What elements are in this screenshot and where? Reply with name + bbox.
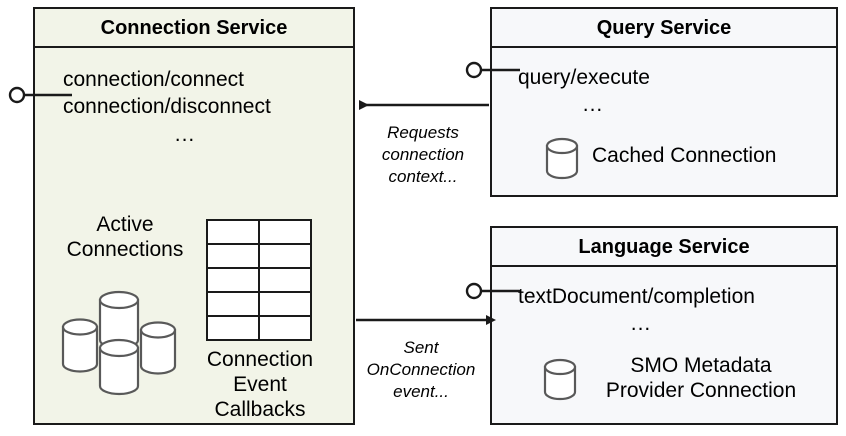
api-endpoint-query-execute[interactable]: query/execute <box>518 66 650 89</box>
active-connections-label-line1: Active <box>96 213 154 236</box>
api-endpoint-connect[interactable]: connection/connect <box>63 68 244 91</box>
callbacks-table-body <box>206 219 312 341</box>
edge-label-line2: connection <box>381 145 465 165</box>
cached-connection-label: Cached Connection <box>592 144 777 167</box>
table-cell[interactable] <box>206 267 260 293</box>
connection-service-ellipsis: ... <box>174 122 196 146</box>
callbacks-label-line3: Callbacks <box>214 397 306 421</box>
database-cylinder-icon <box>542 358 578 407</box>
query-service-body: query/execute ... Cached Connection <box>492 48 836 195</box>
resource-label-line2: Provider Connection <box>605 378 797 402</box>
resource-label-line1: SMO Metadata <box>630 354 772 377</box>
language-service-api-list: textDocument/completion ... <box>518 283 786 338</box>
table-cell[interactable] <box>206 243 260 269</box>
table-row[interactable] <box>206 315 312 341</box>
component-query-service[interactable]: Query Service query/execute ... Cached C… <box>490 7 838 197</box>
component-language-service[interactable]: Language Service textDocument/completion… <box>490 226 838 425</box>
table-cell[interactable] <box>258 243 312 269</box>
database-cluster-icon <box>53 286 183 401</box>
query-service-ellipsis: ... <box>582 93 604 117</box>
api-endpoint-textdocument-completion[interactable]: textDocument/completion <box>518 285 755 308</box>
table-cell[interactable] <box>206 315 260 341</box>
connection-service-body: connection/connect connection/disconnect… <box>35 48 353 423</box>
table-row[interactable] <box>206 291 312 317</box>
callbacks-label-line1: Connection <box>206 348 314 371</box>
table-cell[interactable] <box>258 315 312 341</box>
query-service-api-list: query/execute ... <box>518 64 688 119</box>
edge-label-requests-connection-context: Requests connection context... <box>363 122 483 188</box>
edge-label-sent-onconnection-event: Sent OnConnection event... <box>358 337 484 403</box>
active-connections-label-line2: Connections <box>66 237 184 261</box>
table-cell[interactable] <box>258 219 312 245</box>
table-cell[interactable] <box>258 291 312 317</box>
edge-label-line3: event... <box>393 382 449 402</box>
table-row[interactable] <box>206 267 312 293</box>
api-endpoint-disconnect[interactable]: connection/disconnect <box>63 95 271 119</box>
language-service-ellipsis: ... <box>630 312 652 336</box>
edge-label-line3: context... <box>388 167 458 187</box>
language-service-body: textDocument/completion ... SMO Metadata… <box>492 267 836 423</box>
table-row[interactable] <box>206 243 312 269</box>
language-service-title: Language Service <box>492 228 836 267</box>
table-cell[interactable] <box>258 267 312 293</box>
connection-event-callbacks-table[interactable] <box>206 219 312 341</box>
table-row[interactable] <box>206 219 312 245</box>
smo-metadata-provider-connection-label: SMO Metadata Provider Connection <box>588 354 814 404</box>
edge-label-line1: Sent <box>403 338 439 357</box>
edge-label-line1: Requests <box>387 123 459 142</box>
connection-service-api-list: connection/connect connection/disconnect… <box>63 66 315 148</box>
table-cell[interactable] <box>206 291 260 317</box>
database-cylinder-icon <box>544 137 580 186</box>
component-connection-service[interactable]: Connection Service connection/connect co… <box>33 7 355 425</box>
active-connections-label: Active Connections <box>45 213 205 263</box>
query-service-title: Query Service <box>492 9 836 48</box>
connection-service-title: Connection Service <box>35 9 353 48</box>
edge-label-line2: OnConnection <box>366 360 476 380</box>
connection-event-callbacks-label: Connection Event Callbacks <box>175 348 345 422</box>
callbacks-label-line2: Event <box>233 372 287 396</box>
table-cell[interactable] <box>206 219 260 245</box>
